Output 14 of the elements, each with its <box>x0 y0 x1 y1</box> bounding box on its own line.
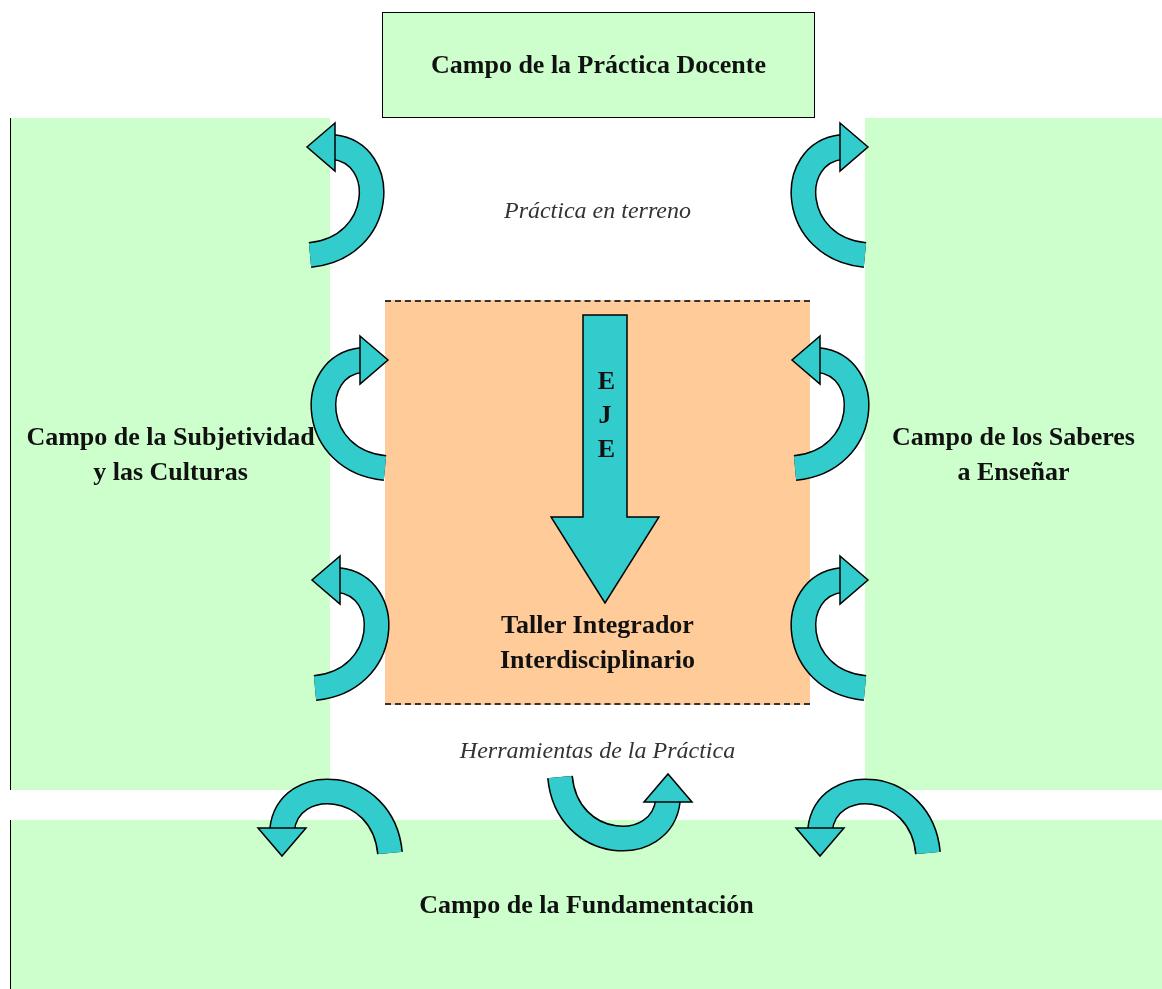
workshop-box <box>385 300 810 705</box>
workshop-title: Taller Integrador Interdisciplinario <box>499 609 696 677</box>
field-title: Campo de la Fundamentación <box>419 888 754 921</box>
band-label: Herramientas de la Práctica <box>330 715 865 785</box>
arrow-label: EJE <box>597 365 613 465</box>
axis-arrow <box>550 314 660 604</box>
field-title: Campo de la Práctica Docente <box>431 49 766 82</box>
field-panel <box>10 118 330 790</box>
band-label: Práctica en terreno <box>330 150 865 270</box>
field-box <box>382 12 815 118</box>
field-title: Campo de los Saberes a Enseñar <box>891 420 1136 488</box>
field-title: Campo de la Subjetividad y las Culturas <box>25 420 316 488</box>
field-panel <box>10 820 1162 989</box>
field-panel <box>865 118 1162 790</box>
